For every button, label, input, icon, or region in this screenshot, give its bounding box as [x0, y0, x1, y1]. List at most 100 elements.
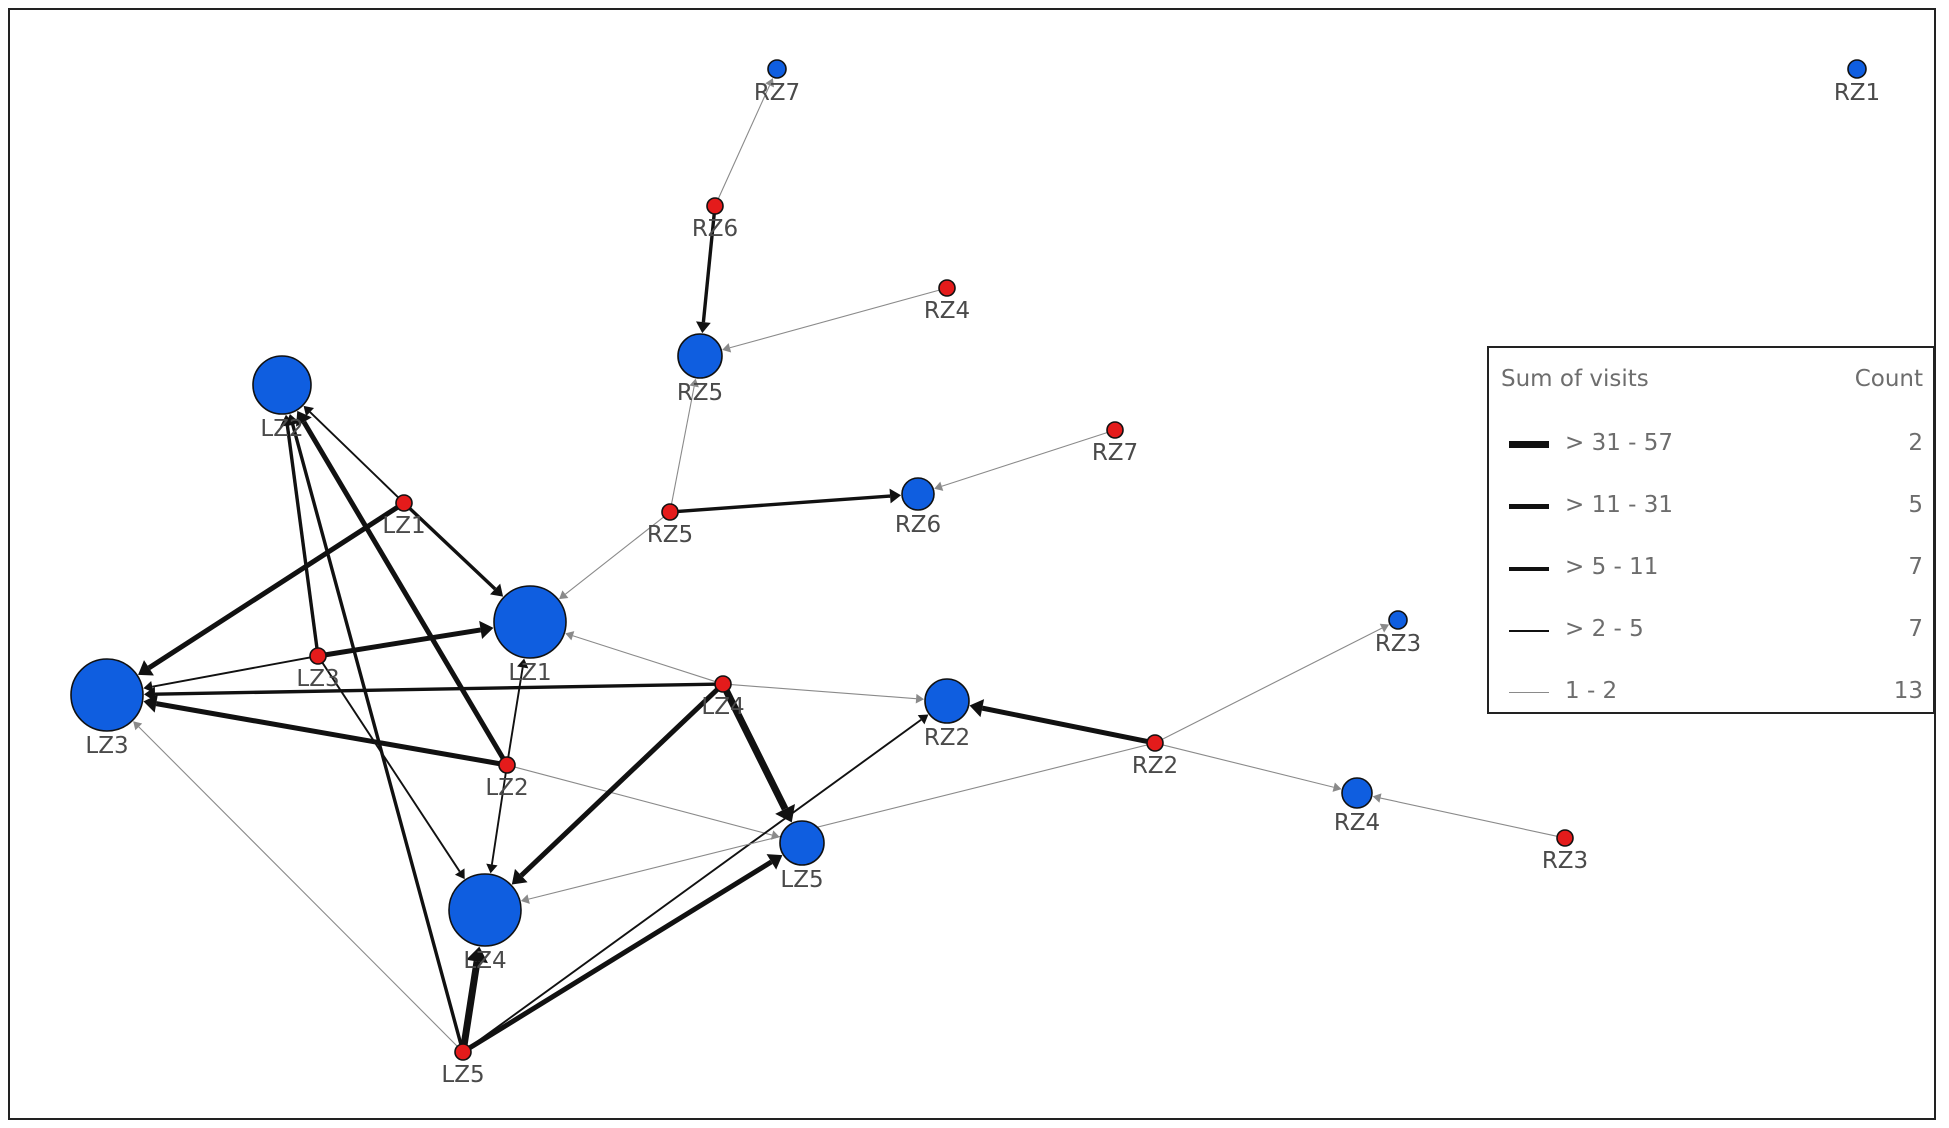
edge-arrowhead [889, 488, 902, 504]
legend-line-sample [1509, 504, 1549, 509]
edge-arrowhead [138, 660, 154, 676]
edge-r_RZ6-b_RZ5 [696, 213, 716, 334]
edge-r_RZ2-b_RZ2 [969, 699, 1148, 744]
node-label: LZ3 [85, 733, 128, 759]
edge-line [155, 701, 500, 767]
node-label: LZ1 [508, 660, 551, 686]
edge-arrowhead [517, 658, 529, 669]
edge-arrowhead [915, 693, 925, 704]
edge-arrowhead [969, 699, 985, 718]
edge-line [507, 667, 524, 758]
edge-line [565, 516, 665, 595]
edge-r_RZ4-b_RZ5 [722, 289, 940, 353]
node-label: RZ5 [647, 522, 693, 548]
edge-arrowhead [303, 405, 315, 417]
legend-count: 2 [1908, 430, 1923, 456]
node-circle [677, 333, 723, 379]
node-circle [309, 647, 327, 665]
legend-line-sample [1509, 692, 1549, 693]
node-label: RZ6 [692, 216, 738, 242]
edge-line [1380, 797, 1558, 837]
edge-line [468, 719, 922, 1049]
edge-arrowhead [766, 854, 783, 870]
edge-line [701, 213, 716, 323]
edge-r_LZ1-b_LZ2 [303, 405, 399, 499]
node-label: RZ5 [677, 380, 723, 406]
edge-r_LZ1-b_LZ1 [408, 507, 504, 597]
node-b_RZ2: RZ2 [924, 678, 970, 751]
edge-arrowhead [1372, 793, 1382, 803]
node-b_LZ5: LZ5 [779, 820, 825, 893]
edge-r_LZ4-b_LZ5 [723, 689, 795, 823]
node-circle [70, 658, 144, 732]
edge-arrowhead [696, 321, 711, 334]
edge-arrowhead [486, 863, 498, 874]
node-r_LZ2: LZ2 [485, 756, 529, 801]
edge-line [408, 507, 497, 591]
edge-arrowhead [143, 681, 154, 693]
node-b_RZ7: RZ7 [754, 59, 800, 106]
node-r_RZ2: RZ2 [1132, 734, 1178, 779]
edge-line [309, 411, 399, 499]
edge-arrowhead [765, 78, 774, 88]
node-b_RZ3: RZ3 [1375, 610, 1421, 657]
edge-arrowhead [490, 583, 504, 597]
node-label: LZ4 [463, 948, 506, 974]
node-circle [767, 59, 787, 79]
node-label: RZ1 [1834, 80, 1880, 106]
edge-line [285, 425, 319, 649]
edge-arrowhead [285, 413, 300, 427]
node-circle [395, 494, 413, 512]
node-label: RZ3 [1542, 848, 1588, 874]
node-b_LZ4: LZ4 [448, 873, 522, 974]
legend-count: 5 [1908, 492, 1923, 518]
edge-arrowhead [722, 343, 732, 353]
edge-line [519, 687, 719, 878]
edge-r_RZ5-b_RZ5 [670, 378, 699, 505]
edge-line [321, 662, 461, 873]
node-label: RZ7 [1092, 440, 1138, 466]
legend-count: 7 [1908, 616, 1923, 642]
node-label: LZ2 [485, 775, 528, 801]
node-circle [661, 503, 679, 521]
edge-r_LZ5-b_LZ4 [460, 946, 488, 1045]
edge-r_LZ4-b_LZ4 [511, 687, 719, 885]
node-r_RZ5: RZ5 [647, 503, 693, 548]
edge-r_LZ5-b_LZ5 [468, 854, 783, 1050]
edge-line [730, 684, 917, 700]
legend-range: > 31 - 57 [1565, 430, 1674, 456]
node-b_RZ1: RZ1 [1834, 59, 1880, 106]
node-label: RZ2 [1132, 753, 1178, 779]
edge-r_RZ6-b_RZ7 [717, 78, 774, 199]
edge-r_RZ2-b_RZ4 [1162, 744, 1342, 792]
edge-arrowhead [296, 410, 312, 427]
edge-r_LZ1-b_LZ3 [138, 505, 399, 676]
legend-title: Sum of visits [1501, 366, 1649, 392]
edge-arrowhead [1332, 782, 1342, 792]
node-b_RZ5: RZ5 [677, 333, 723, 406]
node-label: LZ5 [780, 867, 823, 893]
node-circle [714, 675, 732, 693]
node-circle [1341, 777, 1373, 809]
node-label: LZ1 [382, 513, 425, 539]
node-r_LZ4: LZ4 [701, 675, 745, 720]
legend-row: 1 - 2 13 [1489, 676, 1933, 708]
edge-r_RZ5-b_RZ6 [677, 488, 902, 514]
edge-line [729, 289, 940, 349]
node-r_RZ4: RZ4 [924, 279, 970, 324]
edge-line [301, 420, 506, 760]
legend-range: > 5 - 11 [1565, 554, 1659, 580]
edge-r_LZ5-b_LZ2 [285, 413, 463, 1045]
edge-arrowhead [934, 481, 944, 491]
edge-line [981, 705, 1148, 744]
edge-line [138, 726, 458, 1047]
edge-arrowhead [689, 378, 699, 388]
node-circle [938, 279, 956, 297]
edge-r_LZ2-b_LZ3 [143, 694, 500, 767]
edge-line [460, 960, 481, 1045]
node-circle [448, 873, 522, 947]
edge-line [723, 689, 789, 811]
legend-count: 13 [1893, 678, 1923, 704]
